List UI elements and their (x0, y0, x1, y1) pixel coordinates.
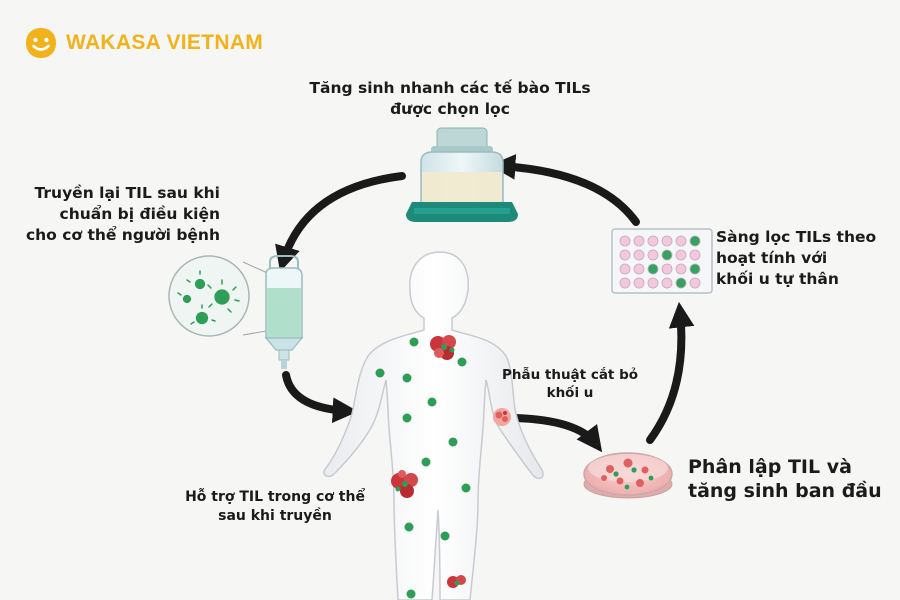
label-support: Hỗ trợ TIL trong cơ thể sau khi truyền (185, 489, 365, 524)
tumor-knee (447, 575, 466, 588)
arrow-body-to-isolation (511, 414, 603, 453)
human-body (323, 251, 544, 600)
arrow-reinfusion-to-body (282, 371, 359, 423)
tumor-chest (430, 335, 456, 360)
arrow-isolation-to-screening (646, 301, 695, 444)
tumor-hip (391, 470, 418, 498)
iv-infusion-bag (264, 255, 304, 369)
smiley-icon (26, 28, 56, 58)
label-expansion: Tăng sinh nhanh các tế bào TILs được chọ… (309, 79, 591, 118)
magnified-til-view (168, 255, 273, 337)
petri-dish (583, 452, 673, 499)
label-surgery: Phẫu thuật cắt bỏ khối u (501, 367, 639, 401)
label-isolation: Phân lập TIL và tăng sinh ban đầu (688, 456, 882, 502)
brand-name: WAKASA VIETNAM (66, 31, 264, 54)
label-screening: Sàng lọc TILs theo hoạt tính với khối u … (716, 228, 877, 288)
excised-tumor (493, 408, 511, 426)
arrow-expansion-to-reinfusion (275, 172, 406, 272)
bioreactor-vessel (406, 127, 518, 222)
til-cells-in-body (375, 337, 471, 599)
arrow-screening-to-expansion (489, 154, 640, 226)
label-reinfusion: Truyền lại TIL sau khi chuẩn bị điều kiệ… (25, 184, 220, 244)
brand-logo: WAKASA VIETNAM (24, 26, 263, 60)
screening-well-plate (611, 228, 713, 294)
